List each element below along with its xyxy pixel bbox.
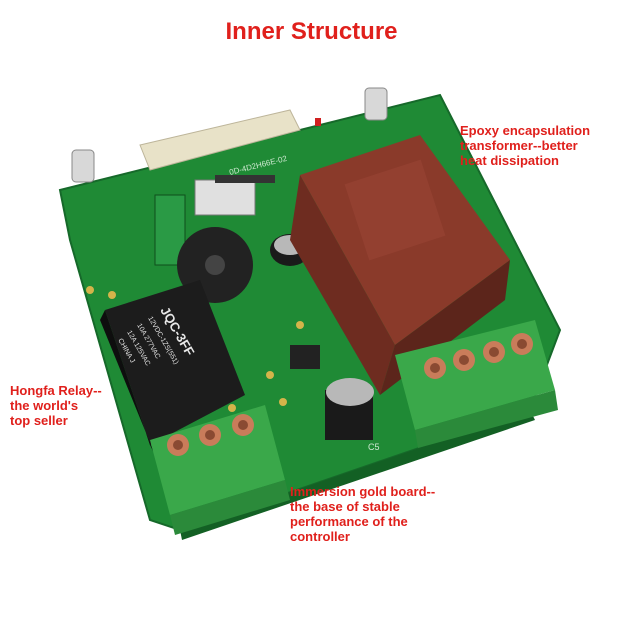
- terminal-block-right: [395, 320, 558, 448]
- epoxy-transformer: [290, 135, 510, 395]
- board-annotation: Immersion gold board-- the base of stabl…: [290, 484, 436, 544]
- gold-pads: [86, 286, 304, 412]
- button-left: [71, 149, 95, 183]
- button-right: [364, 87, 388, 121]
- pcb-edge: [180, 410, 535, 540]
- hongfa-relay: JQC-3FF 12VDC-1ZS(551) 10A 277VAC 12A 12…: [100, 280, 245, 455]
- capacitor-bottom: [325, 378, 374, 440]
- relay-annotation: Hongfa Relay-- the world's top seller: [10, 383, 102, 428]
- cap-label: C5: [368, 442, 380, 452]
- red-led: [315, 118, 321, 126]
- transformer-annotation: Epoxy encapsulation transformer--better …: [460, 123, 591, 168]
- led-pads: [154, 175, 275, 266]
- terminal-block-left: [150, 405, 290, 535]
- top-housing: [139, 109, 301, 171]
- regulator-chip: [290, 345, 320, 369]
- page-title: Inner Structure: [225, 18, 398, 45]
